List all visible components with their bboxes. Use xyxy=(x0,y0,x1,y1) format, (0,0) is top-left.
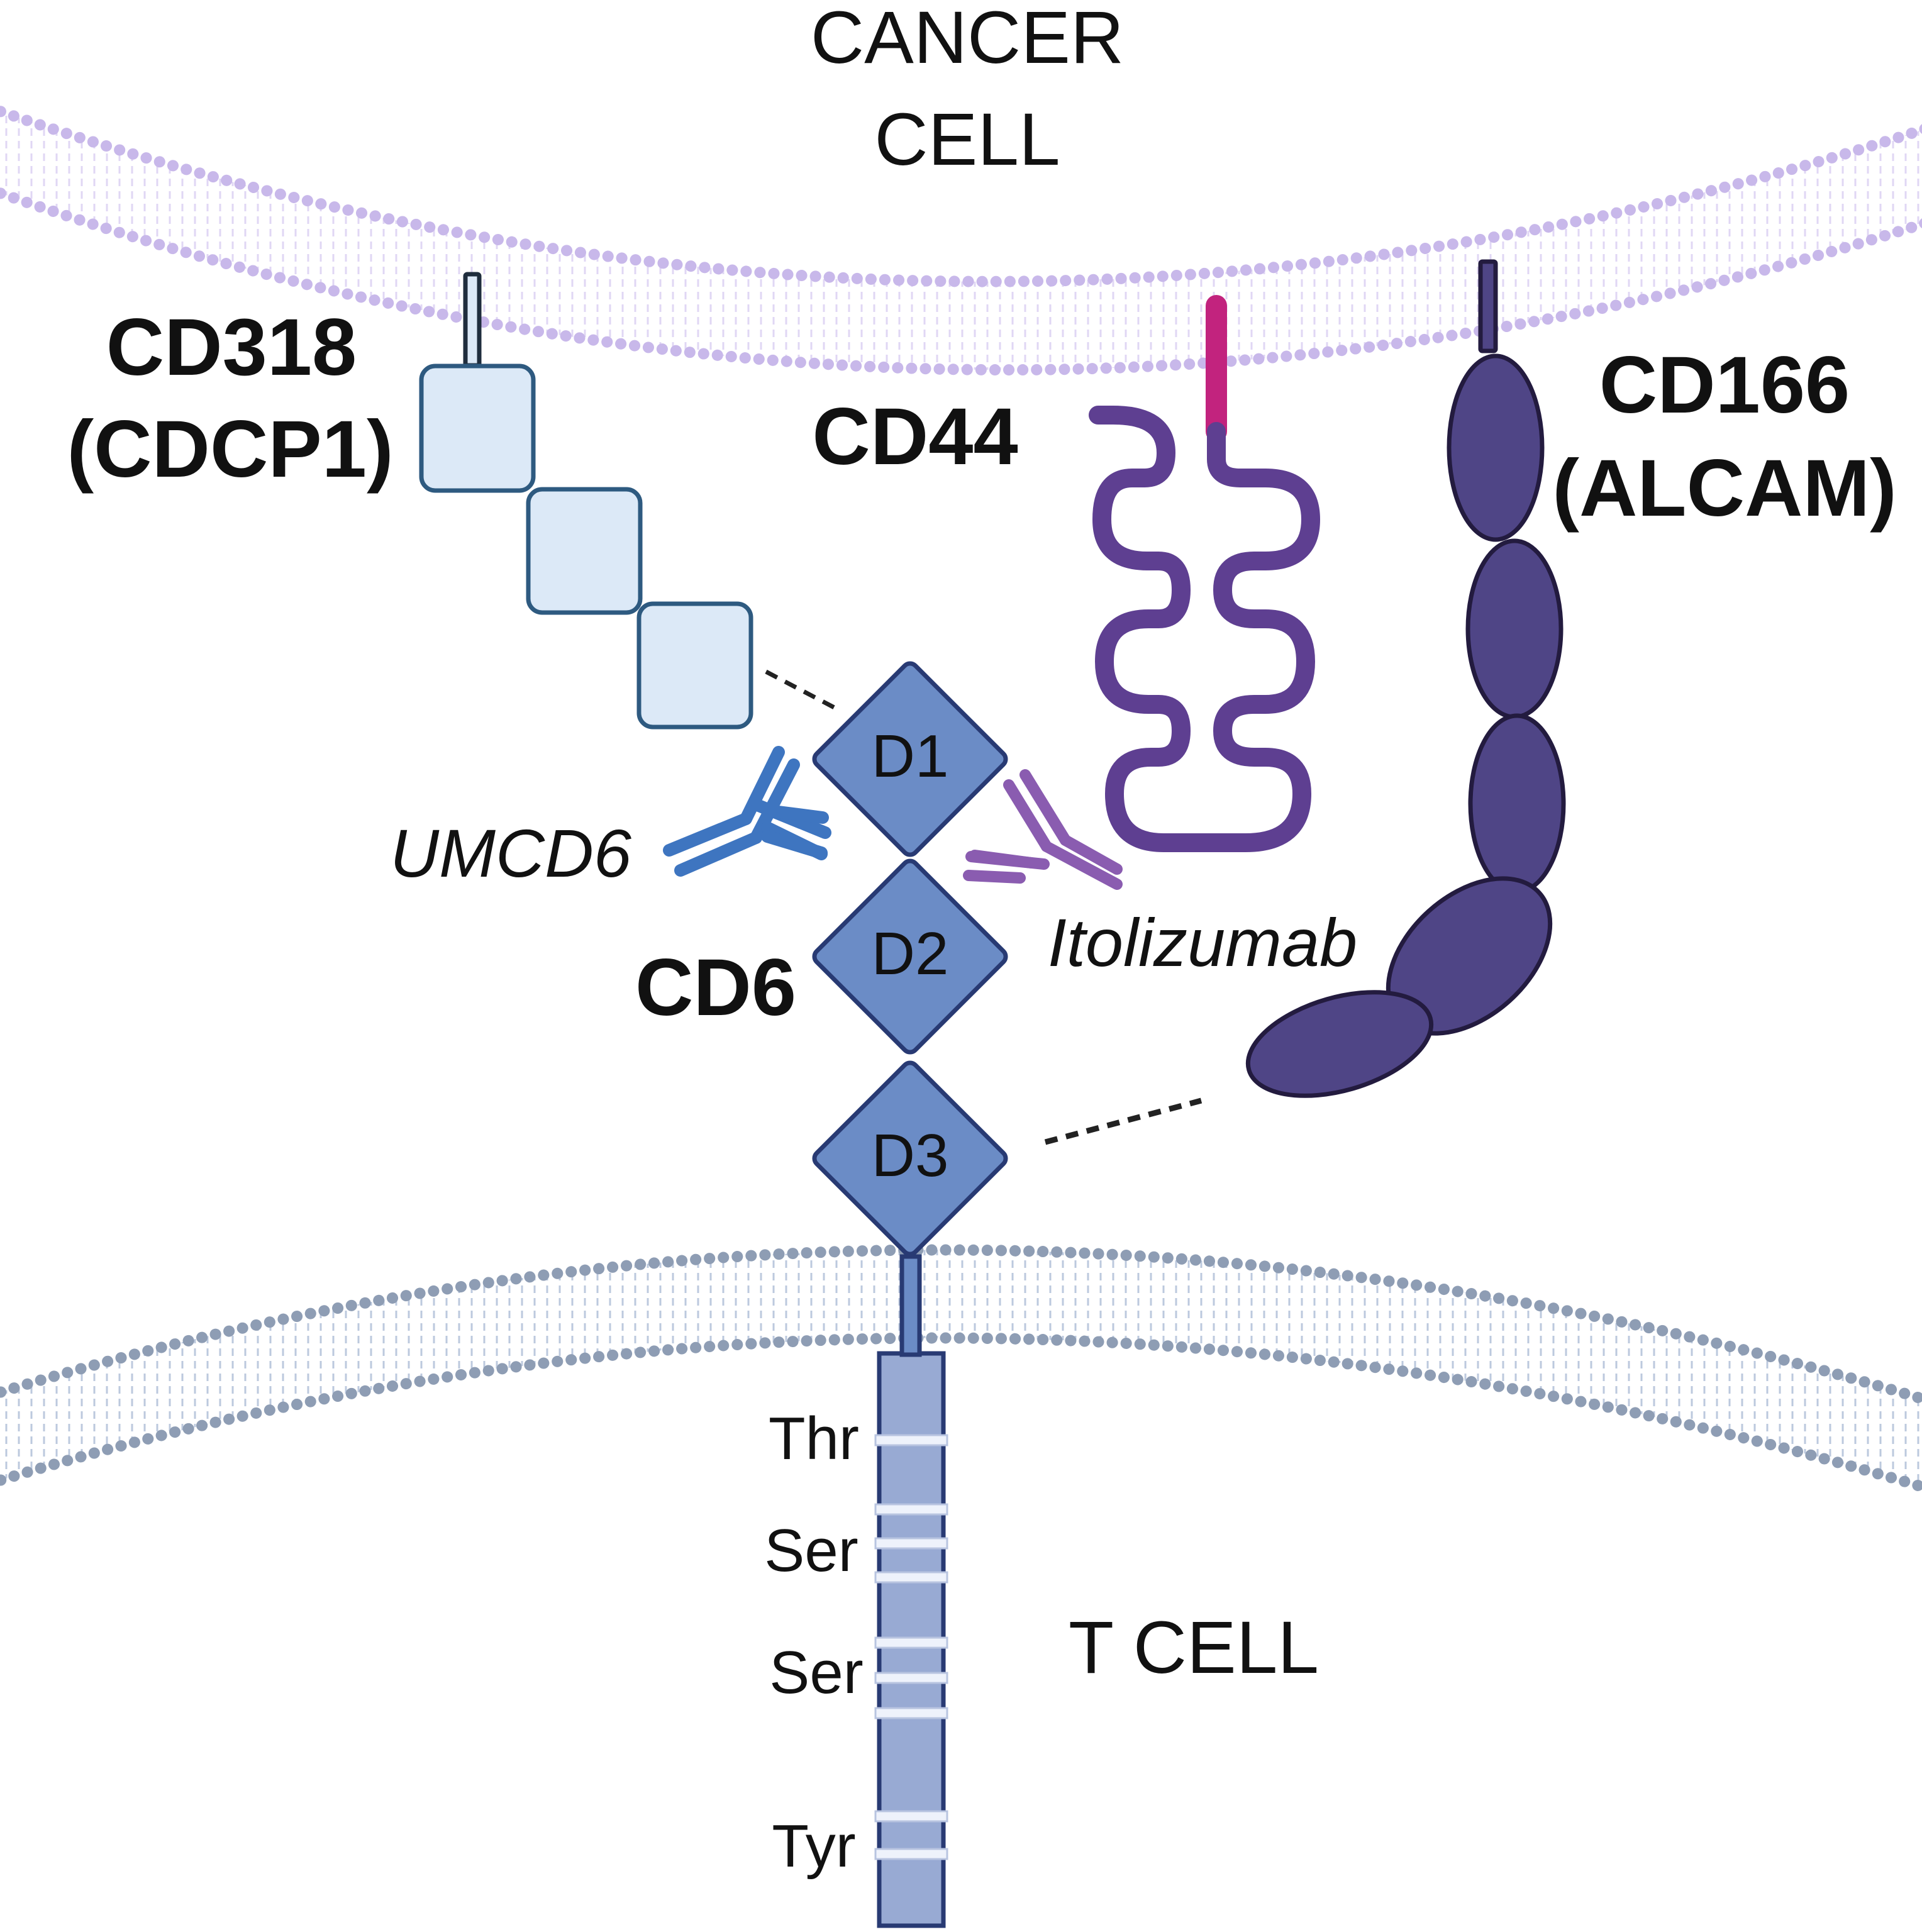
cd318-transmembrane xyxy=(463,272,482,368)
cd166-transmembrane xyxy=(1478,259,1498,353)
cd318-d1-interaction-line xyxy=(765,669,842,713)
cd6-domain-d2-label: D2 xyxy=(872,920,949,987)
cd318-protein xyxy=(419,272,753,730)
residue-markers xyxy=(874,1434,948,1860)
cancer-cell-label-line2: CELL xyxy=(874,98,1060,181)
cd318-domain-2 xyxy=(526,487,643,615)
cd318-domain-3 xyxy=(636,601,753,730)
cd6-domain-d1: D1 xyxy=(812,661,1008,857)
cd6-protein: D1 D2 D3 xyxy=(812,661,1008,1928)
cd44-extracellular-loop xyxy=(1089,406,1320,852)
umcd6-label: UMCD6 xyxy=(390,815,632,891)
cd44-label: CD44 xyxy=(812,392,1018,482)
cd6-domain-d3-label: D3 xyxy=(872,1122,949,1189)
cd318-label-line2: (CDCP1) xyxy=(67,404,393,494)
cd166-protein xyxy=(1245,259,1566,1098)
t-cell-membrane xyxy=(0,1244,1922,1493)
residue-label-tyr: Tyr xyxy=(772,1813,855,1880)
cd318-label-line1: CD318 xyxy=(106,303,357,392)
umcd6-antibody xyxy=(663,746,831,877)
cancer-cell-label-line1: CANCER xyxy=(811,0,1124,79)
cd44-protein xyxy=(1089,295,1320,852)
cd6-transmembrane xyxy=(899,1254,922,1357)
itolizumab-label: Itolizumab xyxy=(1048,904,1357,980)
cd166-d3-interaction-line xyxy=(1044,1097,1203,1145)
cd166-domain-2 xyxy=(1465,538,1564,719)
cd318-domain-1 xyxy=(419,364,536,493)
cd6-domain-d3: D3 xyxy=(812,1060,1008,1257)
cd6-domain-d1-label: D1 xyxy=(872,723,949,790)
cd166-domain-3 xyxy=(1468,713,1566,894)
itolizumab-antibody xyxy=(963,769,1123,890)
cd166-domain-1 xyxy=(1447,353,1545,542)
t-cell-label: T CELL xyxy=(1069,1606,1319,1689)
cd166-domain-5 xyxy=(1245,990,1434,1098)
cd166-label-line1: CD166 xyxy=(1599,340,1850,430)
residue-label-thr: Thr xyxy=(769,1405,859,1472)
cd6-label: CD6 xyxy=(635,943,796,1033)
residue-label-ser-1: Ser xyxy=(764,1517,858,1584)
residue-label-ser-2: Ser xyxy=(769,1639,863,1706)
cd6-domain-d2: D2 xyxy=(812,858,1008,1055)
cd166-label-line2: (ALCAM) xyxy=(1552,443,1896,533)
